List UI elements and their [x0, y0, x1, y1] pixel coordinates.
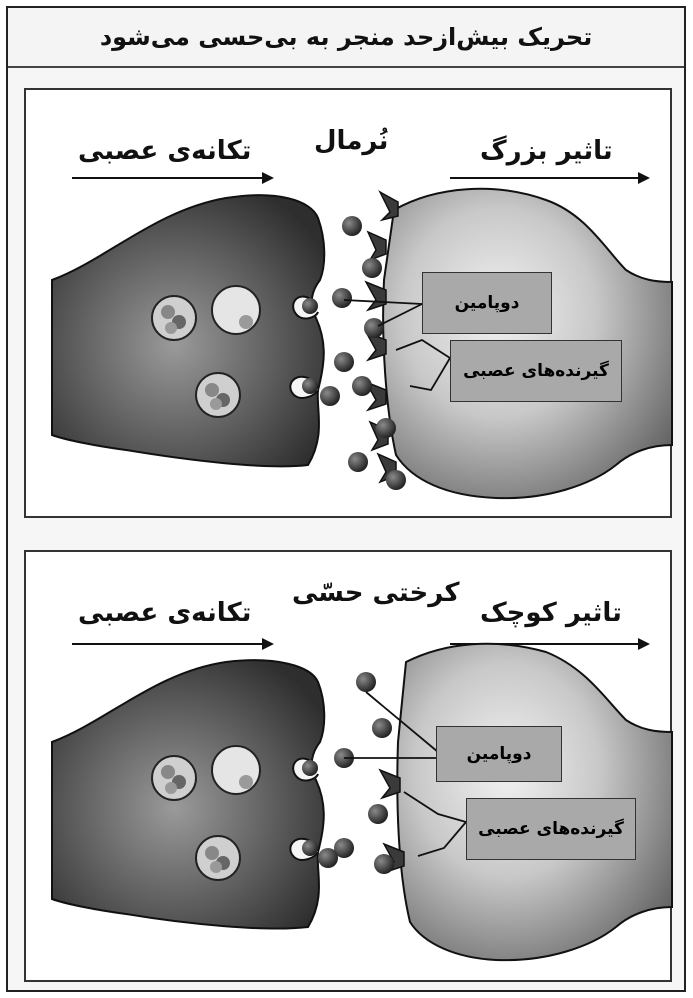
- receptor-label-box: گیرنده‌های عصبی: [466, 798, 636, 860]
- panel-normal: نُرمال تکانه‌ی عصبی تاثیر بزرگ دوپامین گ…: [24, 88, 672, 518]
- right-label: تاثیر بزرگ: [480, 136, 613, 166]
- panel-heading: کرختی حسّی: [292, 578, 460, 608]
- right-label: تاثیر کوچک: [480, 598, 622, 628]
- left-label: تکانه‌ی عصبی: [78, 598, 251, 628]
- arrow-left-impulse: [72, 172, 274, 184]
- arrow-left-impulse: [72, 638, 274, 650]
- left-label: تکانه‌ی عصبی: [78, 136, 251, 166]
- dopamine-label-box: دوپامین: [436, 726, 562, 782]
- panel-heading: نُرمال: [314, 126, 388, 156]
- panel-numbness: کرختی حسّی تکانه‌ی عصبی تاثیر کوچک دوپام…: [24, 550, 672, 982]
- figure-frame: تحریک بیش‌ازحد منجر به بی‌حسی می‌شود: [6, 6, 686, 992]
- arrow-right-effect: [450, 172, 650, 184]
- figure-title: تحریک بیش‌ازحد منجر به بی‌حسی می‌شود: [8, 8, 684, 68]
- dopamine-label-box: دوپامین: [422, 272, 552, 334]
- receptor-label-box: گیرنده‌های عصبی: [450, 340, 622, 402]
